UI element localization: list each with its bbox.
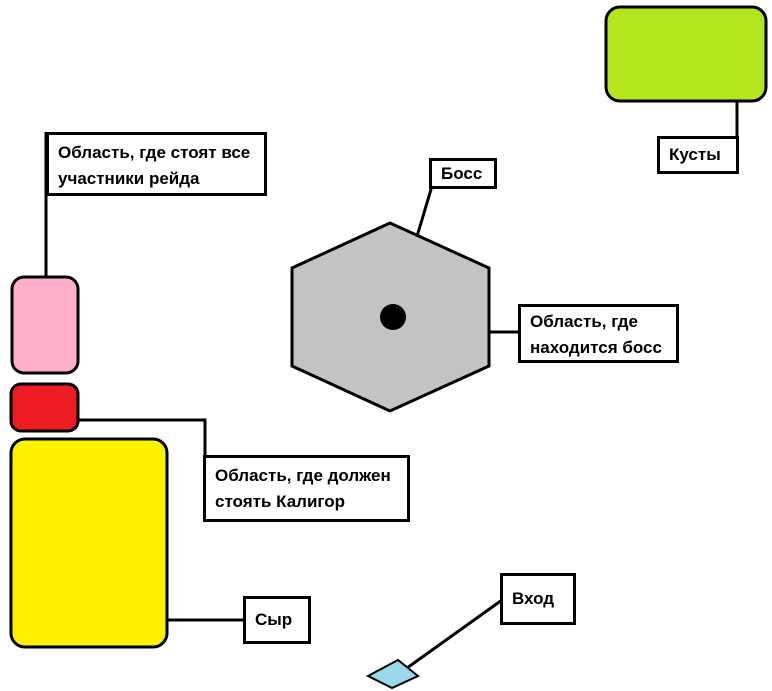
kaligor-area-label: Область, где должен стоять Калигор	[203, 455, 410, 522]
entrance-label: Вход	[500, 573, 576, 625]
bushes-label: Кусты	[657, 136, 739, 174]
boss-label-text: Босс	[441, 164, 483, 183]
entrance-connector	[399, 598, 503, 675]
entrance-marker	[365, 658, 420, 690]
cheese-label: Сыр	[243, 596, 311, 644]
kaligor-area-label-line-2: стоять Калигор	[215, 492, 346, 511]
entrance-label-text: Вход	[512, 589, 555, 608]
cheese-label-text: Сыр	[255, 610, 293, 629]
bushes-zone	[604, 5, 768, 103]
boss-area-label: Область, где находится босс	[518, 304, 679, 363]
raid-area-label-line-1: Область, где стоят все	[58, 143, 251, 162]
bushes-label-text: Кусты	[669, 145, 721, 164]
boss-marker	[380, 304, 406, 330]
raid-area-label-line-2: участники рейда	[58, 169, 200, 188]
boss-area-label-line-2: находится босс	[530, 338, 662, 357]
kaligor-area-label-line-1: Область, где должен	[215, 466, 391, 485]
boss-area-label-line-1: Область, где	[530, 312, 638, 331]
raid-area-label: Область, где стоят все участники рейда	[46, 132, 267, 196]
raid-area-zone	[10, 275, 80, 375]
kaligor-area-connector	[68, 418, 207, 455]
kaligor-area-zone	[9, 382, 80, 433]
boss-label: Босс	[429, 158, 497, 189]
cheese-zone	[9, 437, 169, 649]
